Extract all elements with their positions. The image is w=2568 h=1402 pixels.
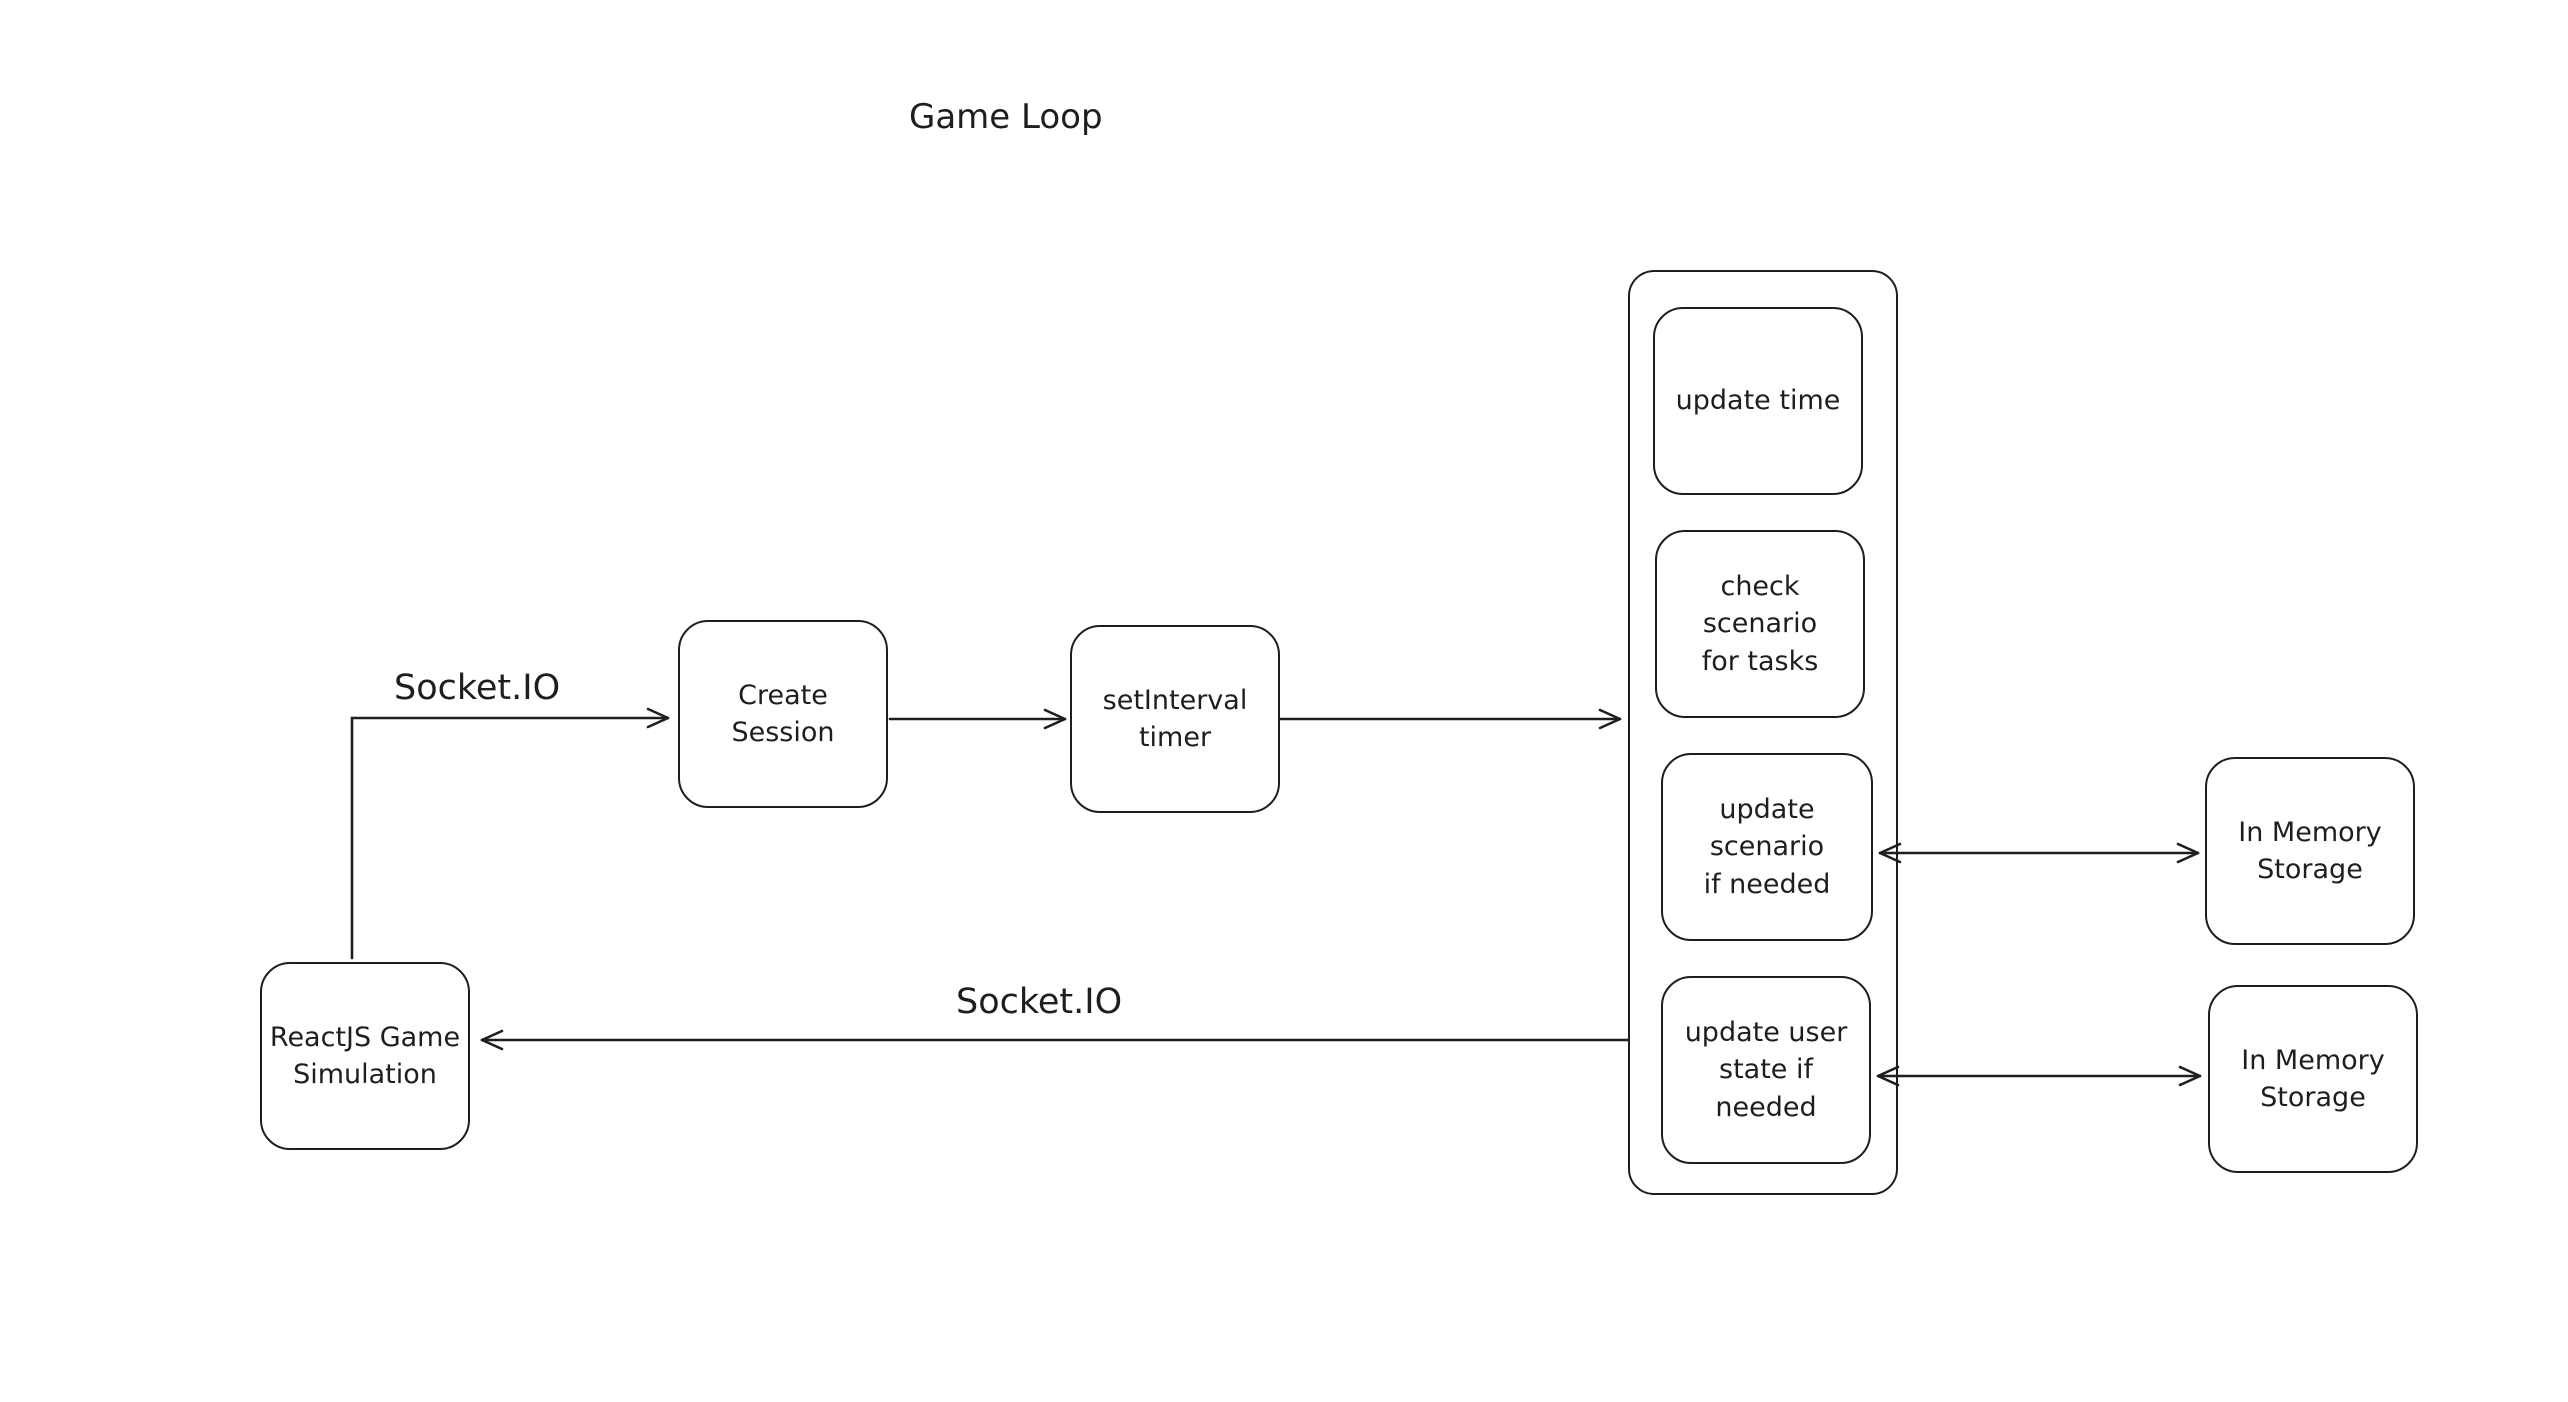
node-update-time[interactable]: update time [1653,307,1863,495]
node-setinterval-label: setInterval timer [1102,684,1248,753]
game-loop-container[interactable] [1628,270,1898,1195]
node-update-scenario[interactable]: update scenario if needed [1661,753,1873,941]
node-update-user-state-label: update user state if needed [1684,1017,1848,1123]
node-storage-2-label: In Memory Storage [2241,1044,2385,1113]
node-storage-1-label: In Memory Storage [2238,816,2382,885]
node-update-user-state[interactable]: update user state if needed [1661,976,1871,1164]
node-update-time-label: update time [1675,385,1841,417]
node-check-scenario[interactable]: check scenario for tasks [1655,530,1865,718]
node-create-session-label: Create Session [731,679,835,748]
node-create-session[interactable]: Create Session [678,620,888,808]
node-in-memory-storage-1[interactable]: In Memory Storage [2205,757,2415,945]
node-reactjs-label: ReactJS Game Simulation [269,1021,461,1090]
edge-label-socket-back: Socket.IO [956,982,1123,1022]
node-check-scenario-label: check scenario for tasks [1701,571,1819,677]
node-setinterval-timer[interactable]: setInterval timer [1070,625,1280,813]
node-update-scenario-label: update scenario if needed [1703,794,1831,900]
diagram-title: Game Loop [909,97,1103,137]
node-reactjs-game-simulation[interactable]: ReactJS Game Simulation [260,962,470,1150]
edge-label-socket-out: Socket.IO [394,668,561,708]
edge-react-to-create-session [350,707,670,960]
node-in-memory-storage-2[interactable]: In Memory Storage [2208,985,2418,1173]
